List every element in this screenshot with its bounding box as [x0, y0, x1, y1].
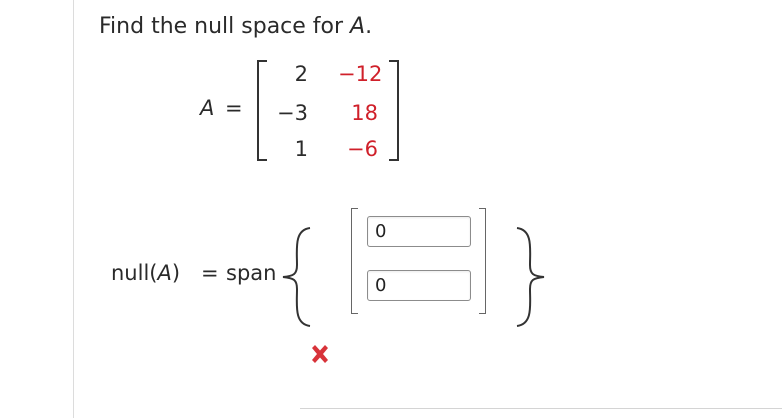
vector-entry-2-input[interactable] — [367, 270, 471, 301]
left-divider — [73, 0, 74, 418]
matrix-cell-r3c1: 1 — [294, 137, 308, 161]
matrix-cell-r3c2: −6 — [347, 137, 378, 161]
prompt-text: Find the null space for — [99, 14, 351, 39]
matrix-cell-r2c1: −3 — [277, 101, 308, 125]
right-brace-icon — [516, 227, 545, 327]
prompt-period: . — [365, 14, 373, 39]
vector-left-bracket — [351, 208, 358, 314]
matrix-cell-r2c2: 18 — [351, 101, 378, 125]
vector-right-bracket — [479, 208, 486, 314]
matrix-cell-r1c2: −12 — [338, 62, 383, 86]
null-space-label: null(A) — [111, 261, 180, 285]
null-prefix: null( — [111, 261, 158, 285]
question-prompt: Find the null space for A. — [99, 14, 372, 39]
matrix-left-bracket — [257, 60, 267, 161]
null-suffix: ) — [171, 261, 181, 285]
matrix-right-bracket — [389, 60, 399, 161]
matrix-cell-r1c1: 2 — [294, 62, 308, 86]
null-space-equals: = — [201, 261, 219, 285]
matrix-equals: = — [225, 96, 243, 120]
vector-entry-1-input[interactable] — [367, 216, 471, 247]
span-label: span — [226, 261, 277, 285]
red-x-icon — [312, 345, 328, 363]
bottom-divider — [300, 408, 782, 409]
null-variable: A — [157, 261, 172, 285]
matrix-label: A — [200, 96, 215, 120]
prompt-variable: A — [350, 14, 366, 39]
left-brace-icon — [282, 227, 311, 327]
